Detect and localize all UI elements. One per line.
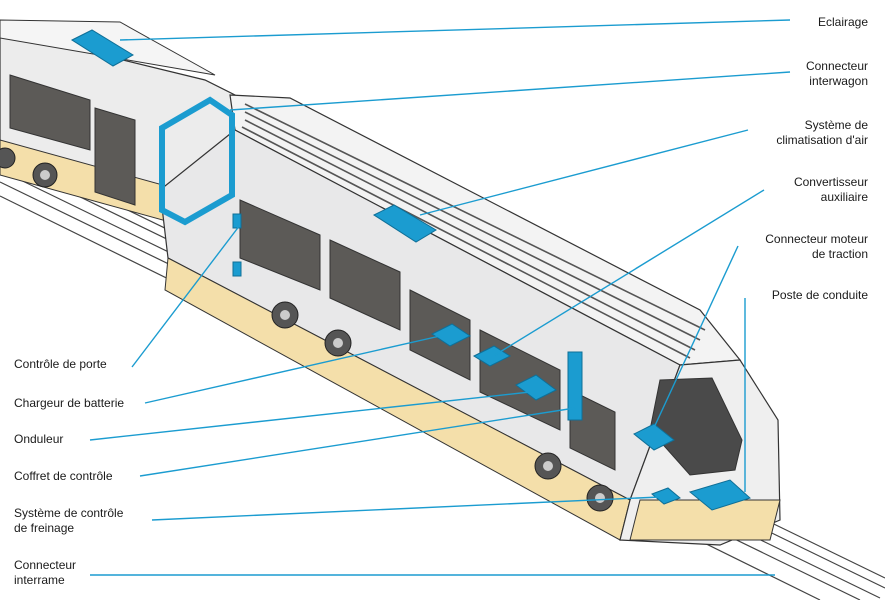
label-controle-porte: Contrôle de porte	[14, 357, 107, 371]
label-connecteur-interwagon: Connecteur interwagon	[805, 59, 868, 88]
leader-moteur	[651, 245, 739, 433]
control-box-module	[567, 351, 583, 421]
label-connecteur-moteur: Connecteur moteur de traction	[765, 232, 868, 261]
inverter-module	[515, 374, 557, 401]
label-coffret-controle: Coffret de contrôle	[14, 469, 113, 483]
battery-charger-module	[431, 323, 471, 347]
lighting-module	[70, 29, 134, 67]
leader-chargeur	[144, 335, 441, 404]
leader-coffret	[139, 407, 576, 477]
leader-convertisseur	[494, 189, 765, 356]
leader-onduleur	[89, 391, 531, 441]
label-connecteur-interrame: Connecteur interrame	[14, 558, 77, 587]
label-poste-conduite: Poste de conduite	[771, 288, 868, 302]
components	[70, 29, 751, 511]
leader-eclairage	[119, 19, 791, 41]
label-controle-freinage: Système de contrôle de freinage	[14, 506, 124, 535]
brake-module	[651, 487, 681, 505]
label-convertisseur-auxiliaire: Convertisseur auxiliaire	[793, 175, 868, 204]
leader-interwagon	[229, 71, 791, 111]
leader-porte	[131, 224, 241, 368]
interwagon-frame	[159, 96, 235, 226]
label-eclairage: Eclairage	[817, 15, 868, 29]
label-chargeur-batterie: Chargeur de batterie	[14, 396, 125, 410]
leader-lines	[89, 19, 791, 576]
leader-clim	[419, 129, 749, 216]
leader-freinage	[151, 496, 661, 521]
traction-connector-module	[633, 423, 675, 451]
label-climatisation: Système de climatisation d'air	[776, 118, 868, 147]
aircon-module	[372, 204, 437, 243]
label-onduleur: Onduleur	[14, 432, 64, 446]
door-control-module-2	[232, 261, 242, 277]
front-car	[159, 94, 781, 546]
cab-module	[688, 479, 751, 511]
